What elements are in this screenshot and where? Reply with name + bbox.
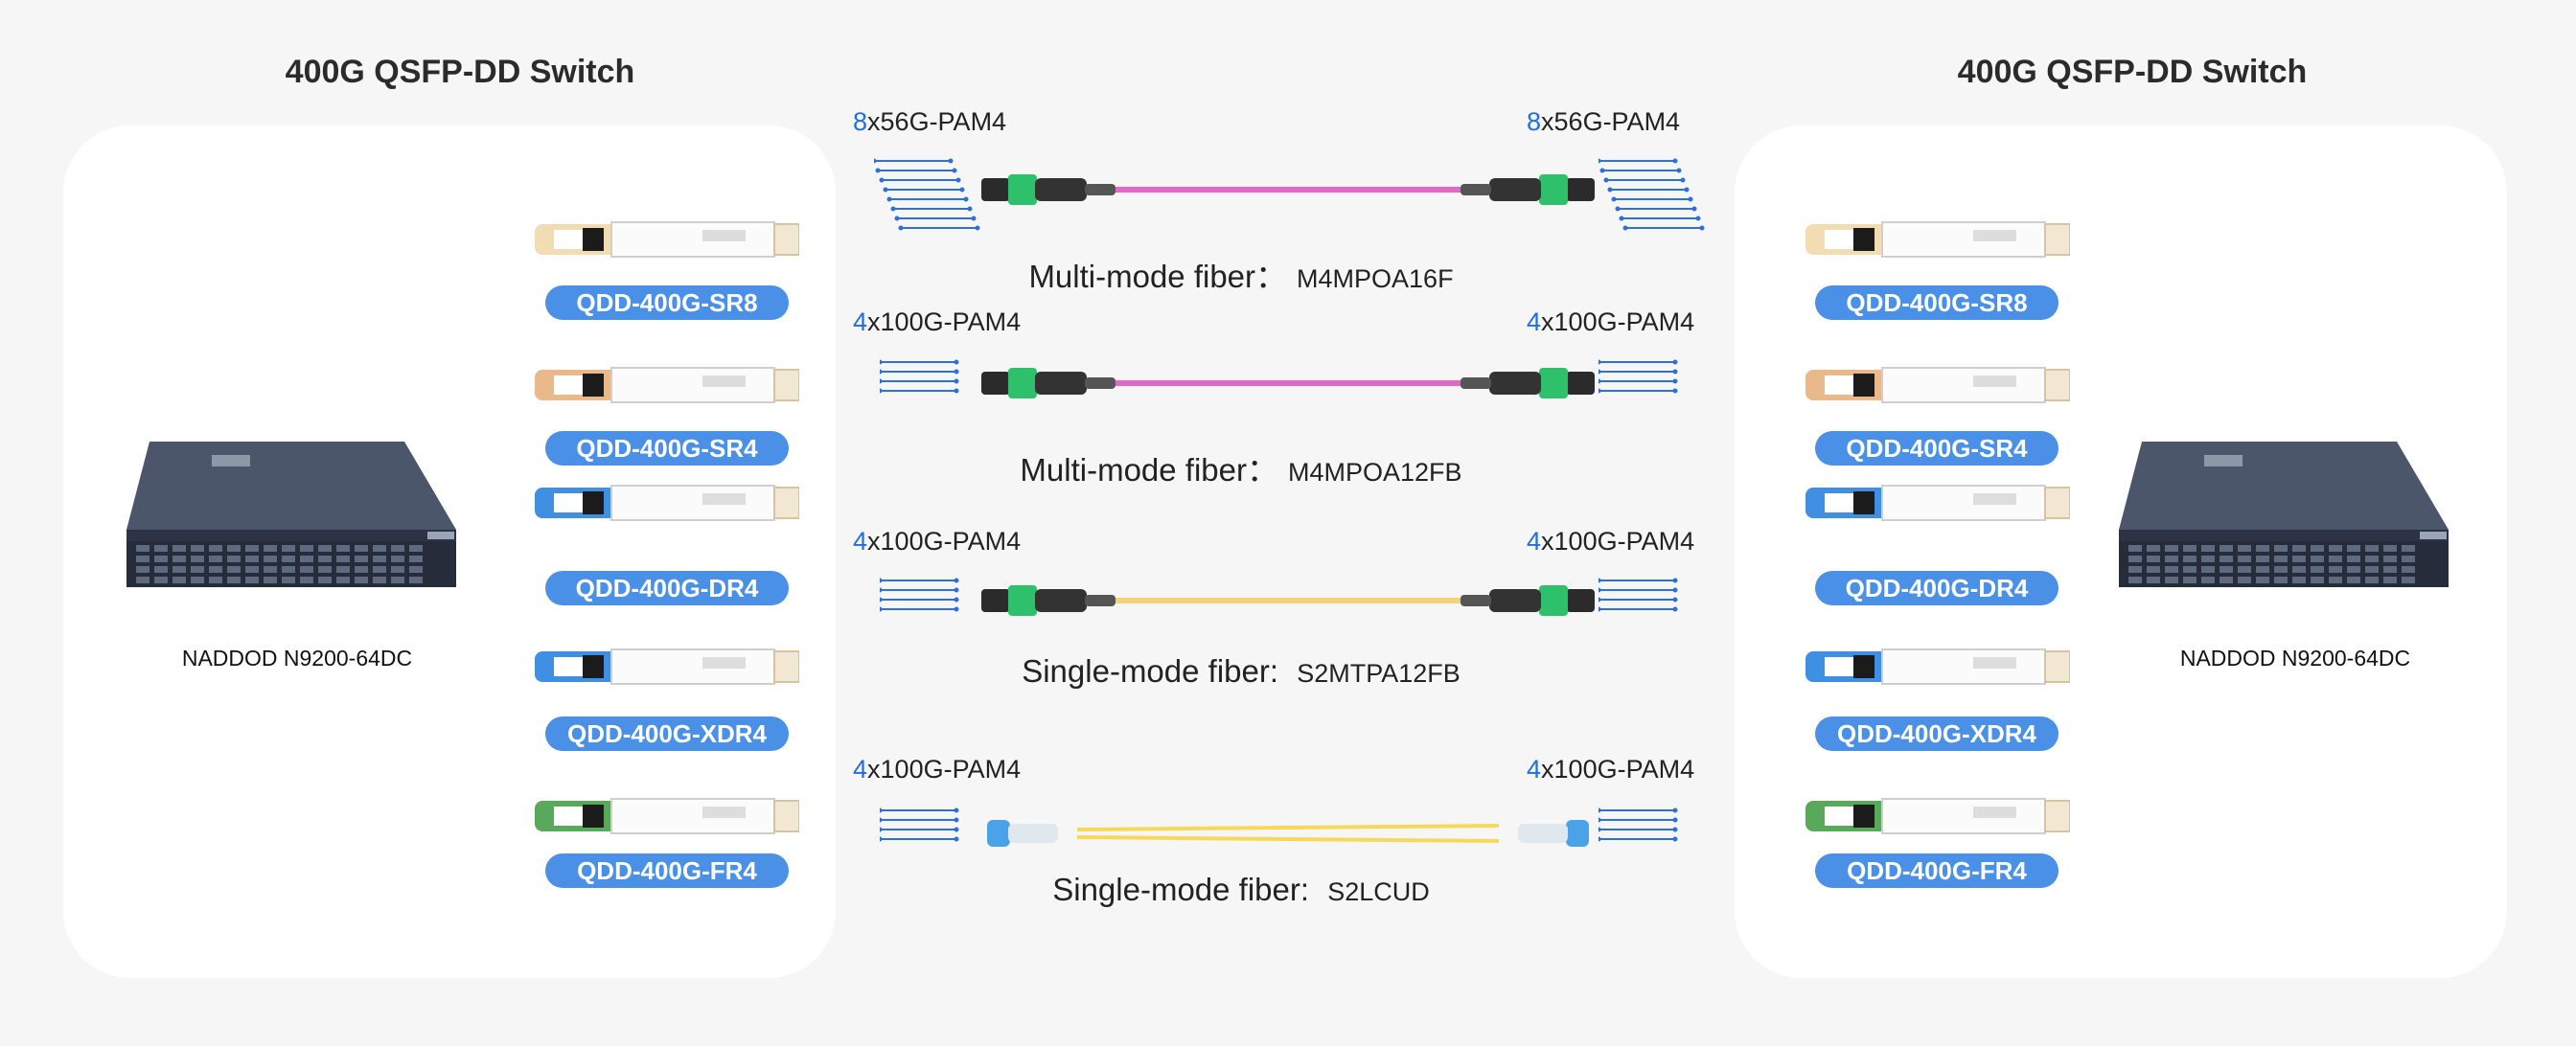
transceiver-module-fr4	[1806, 795, 2071, 837]
mpo-connector-icon	[1460, 174, 1595, 205]
fiber-cable-mpo	[981, 368, 1595, 398]
transceiver-icon	[535, 485, 800, 521]
fiber-cable-mpo	[981, 585, 1595, 616]
transceiver-module-dr4	[535, 482, 800, 524]
fiber-type-label: Multi-mode fiber： M4MPOA12FB	[906, 444, 1576, 490]
lane-speed: x100G-PAM4	[1541, 527, 1695, 556]
lane-arrows-right	[1598, 807, 1678, 842]
transceiver-module-fr4	[535, 795, 800, 837]
module-label-pill: QDD-400G-SR8	[1815, 285, 2058, 320]
left-switch-panel: NADDOD N9200-64DC	[63, 125, 836, 978]
transceiver-module-xdr4	[1806, 646, 2071, 688]
right-switch-title: 400G QSFP-DD Switch	[1957, 54, 2308, 90]
fiber-part-number: S2MTPA12FB	[1297, 659, 1460, 688]
lane-count: 4	[853, 755, 868, 784]
mpo-connector-icon	[981, 585, 1116, 616]
lane-arrows-left	[880, 578, 959, 612]
lane-rate-right: 4x100G-PAM4	[1527, 527, 1694, 557]
module-label-pill: QDD-400G-XDR4	[1815, 716, 2058, 751]
lane-arrows-left	[880, 807, 959, 842]
left-switch-image	[121, 424, 475, 606]
right-switch-image	[2113, 424, 2468, 606]
fiber-type: Single-mode fiber:	[1052, 872, 1319, 907]
fiber-type-label: Single-mode fiber: S2MTPA12FB	[906, 653, 1576, 690]
switch-icon	[2119, 442, 2449, 587]
transceiver-module-sr8	[535, 218, 800, 261]
mpo-connector-icon	[1460, 585, 1595, 616]
fiber-type-label: Multi-mode fiber： M4MPOA16F	[906, 251, 1576, 297]
module-label-pill: QDD-400G-SR4	[545, 431, 789, 466]
lane-speed: x100G-PAM4	[867, 755, 1022, 784]
fiber-cable-lc	[987, 820, 1589, 847]
lane-speed: x100G-PAM4	[867, 307, 1022, 336]
transceiver-icon	[1806, 367, 2071, 403]
transceiver-icon	[535, 367, 800, 403]
mpo-connector-icon	[981, 174, 1116, 205]
lane-count: 4	[853, 307, 868, 336]
lane-count: 8	[853, 107, 868, 136]
right-switch-panel: NADDOD N9200-64DC	[1735, 125, 2507, 978]
fiber-cable-mpo	[981, 174, 1595, 205]
lane-speed: x56G-PAM4	[1541, 107, 1681, 136]
lane-arrows-right	[1598, 158, 1705, 231]
fiber-type: Multi-mode fiber：	[1028, 259, 1288, 294]
transceiver-icon	[1806, 221, 2071, 258]
lane-rate-left: 4x100G-PAM4	[853, 527, 1021, 557]
fiber-type-label: Single-mode fiber: S2LCUD	[906, 872, 1576, 908]
transceiver-module-sr4	[535, 364, 800, 406]
module-label-pill: QDD-400G-SR8	[545, 285, 789, 320]
transceiver-icon	[535, 648, 800, 685]
module-label-pill: QDD-400G-SR4	[1815, 431, 2058, 466]
module-label-pill: QDD-400G-FR4	[1815, 853, 2058, 888]
module-label-pill: QDD-400G-DR4	[1815, 571, 2058, 605]
lane-count: 4	[1527, 755, 1542, 784]
fiber-part-number: M4MPOA12FB	[1288, 458, 1462, 487]
transceiver-icon	[1806, 485, 2071, 521]
lane-rate-right: 4x100G-PAM4	[1527, 755, 1694, 784]
lane-arrows-left	[874, 158, 980, 231]
lane-rate-right: 8x56G-PAM4	[1527, 107, 1680, 137]
lane-arrows-right	[1598, 359, 1678, 394]
lane-rate-left: 4x100G-PAM4	[853, 307, 1021, 337]
lane-speed: x100G-PAM4	[867, 527, 1022, 556]
lane-rate-right: 4x100G-PAM4	[1527, 307, 1694, 337]
lane-rate-left: 8x56G-PAM4	[853, 107, 1006, 137]
right-switch-label: NADDOD N9200-64DC	[2179, 646, 2411, 671]
transceiver-icon	[535, 798, 800, 834]
lane-count: 8	[1527, 107, 1542, 136]
lane-speed: x100G-PAM4	[1541, 307, 1695, 336]
module-label-pill: QDD-400G-XDR4	[545, 716, 789, 751]
fiber-part-number: M4MPOA16F	[1297, 264, 1454, 293]
module-label-pill: QDD-400G-DR4	[545, 571, 789, 605]
lane-count: 4	[853, 527, 868, 556]
transceiver-module-sr4	[1806, 364, 2071, 406]
switch-icon	[126, 442, 456, 587]
transceiver-module-xdr4	[535, 646, 800, 688]
lane-arrows-left	[880, 359, 959, 394]
fiber-type: Single-mode fiber:	[1022, 653, 1288, 689]
transceiver-module-dr4	[1806, 482, 2071, 524]
transceiver-module-sr8	[1806, 218, 2071, 261]
mpo-connector-icon	[981, 368, 1116, 398]
left-switch-title: 400G QSFP-DD Switch	[285, 54, 635, 90]
module-label-pill: QDD-400G-FR4	[545, 853, 789, 888]
mpo-connector-icon	[1460, 368, 1595, 398]
lc-connector-icon	[987, 820, 1058, 847]
lane-arrows-right	[1598, 578, 1678, 612]
lane-count: 4	[1527, 307, 1542, 336]
lane-speed: x56G-PAM4	[867, 107, 1007, 136]
left-switch-label: NADDOD N9200-64DC	[181, 646, 413, 671]
lc-connector-icon	[1518, 820, 1589, 847]
transceiver-icon	[1806, 798, 2071, 834]
lane-count: 4	[1527, 527, 1542, 556]
lane-speed: x100G-PAM4	[1541, 755, 1695, 784]
transceiver-icon	[535, 221, 800, 258]
transceiver-icon	[1806, 648, 2071, 685]
lane-rate-left: 4x100G-PAM4	[853, 755, 1021, 784]
fiber-part-number: S2LCUD	[1327, 877, 1430, 906]
fiber-type: Multi-mode fiber：	[1020, 452, 1278, 488]
